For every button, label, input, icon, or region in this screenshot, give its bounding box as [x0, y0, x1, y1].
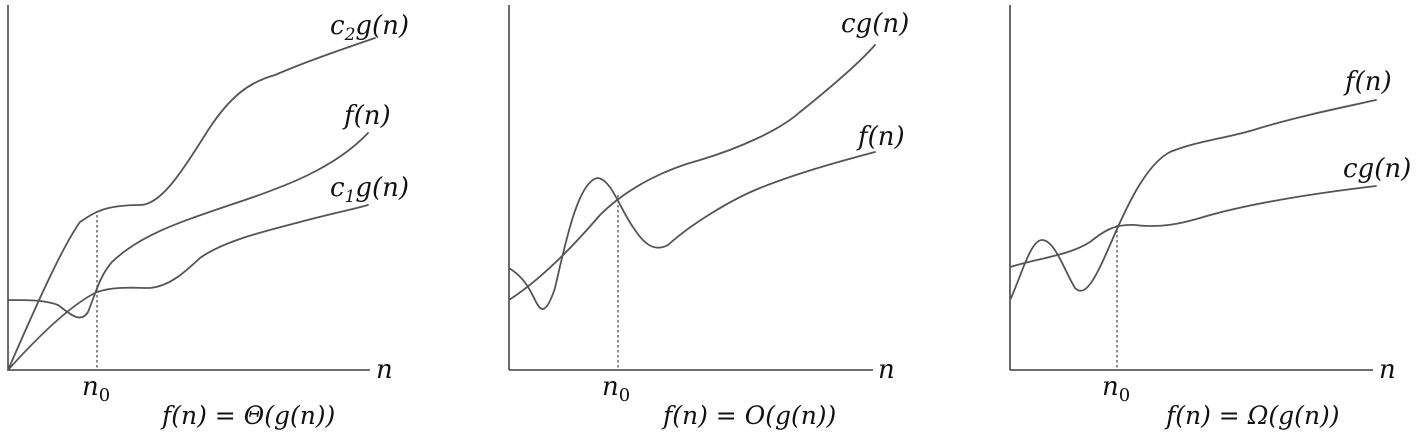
- threshold-label: n0: [602, 372, 630, 406]
- panel-caption: f(n) = Ω(g(n)): [1164, 401, 1340, 430]
- x-axis-label: n: [878, 355, 895, 385]
- function-curve: [1009, 99, 1377, 301]
- panel-omega: f(n) cg(n) n n0 f(n) = Ω(g(n)): [1009, 5, 1411, 430]
- lower-bound-curve: [1009, 185, 1377, 268]
- panel-caption: f(n) = Θ(g(n)): [160, 401, 335, 430]
- curve-label-c1g: c1g(n): [330, 173, 409, 207]
- curve-label-f: f(n): [1343, 67, 1392, 97]
- curve-label-c2g: c2g(n): [330, 11, 409, 45]
- curve-label-cg: cg(n): [1343, 154, 1411, 184]
- threshold-label: n0: [82, 372, 110, 406]
- upper-bound-curve: [508, 44, 876, 301]
- threshold-label: n0: [1102, 372, 1130, 406]
- function-curve: [7, 132, 369, 319]
- curve-label-f: f(n): [856, 122, 905, 152]
- function-curve: [508, 151, 876, 310]
- panel-theta: c2g(n) f(n) c1g(n) n n0 f(n) = Θ(g(n)): [7, 5, 409, 430]
- panel-caption: f(n) = O(g(n)): [661, 401, 836, 430]
- curve-label-cg: cg(n): [841, 9, 909, 39]
- upper-bound-curve: [7, 37, 376, 371]
- panel-big-o: cg(n) f(n) n n0 f(n) = O(g(n)): [508, 5, 909, 430]
- x-axis-label: n: [376, 355, 393, 385]
- curve-label-f: f(n): [342, 101, 391, 131]
- lower-bound-curve: [7, 204, 369, 371]
- x-axis-label: n: [1379, 355, 1396, 385]
